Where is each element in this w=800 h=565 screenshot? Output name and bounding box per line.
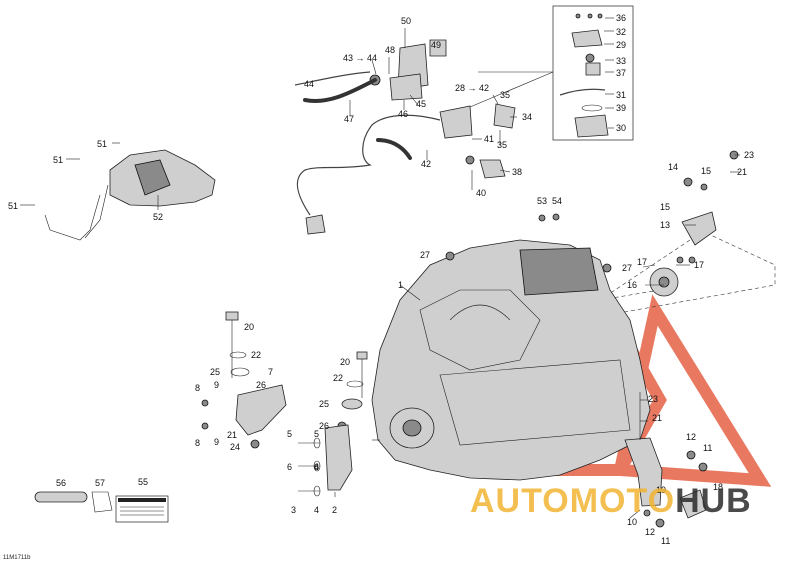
label-36: 36 [616,13,626,23]
label-37: 37 [616,68,626,78]
bottom-left-items [34,491,169,523]
label-15: 15 [701,166,711,176]
label-31: 31 [616,90,626,100]
watermark-part2: HUB [675,482,752,520]
label-5b: 5 [314,429,319,439]
label-30: 30 [616,123,626,133]
label-12b: 12 [645,527,655,537]
label-57: 57 [95,478,105,488]
label-28-42: 28 → 42 [455,83,489,93]
label-50: 50 [401,16,411,26]
engine-bracket-52 [44,149,216,241]
label-16: 16 [627,280,637,290]
label-11b: 11 [661,536,670,546]
label-51: 51 [97,139,107,149]
label-6b: 6 [314,462,319,472]
label-44: 44 [304,79,314,89]
label-27b: 27 [622,263,632,273]
label-18: 18 [713,482,723,492]
label-20b: 20 [340,357,350,367]
watermark-part1: AUTOMOTO [470,482,676,520]
label-52: 52 [153,212,163,222]
label-48: 48 [385,45,395,55]
label-32: 32 [616,27,626,37]
label-34: 34 [522,112,532,122]
label-47: 47 [344,114,354,124]
diagram-code: 11M1711b [3,555,31,561]
label-4: 4 [314,505,319,515]
label-14: 14 [668,162,678,172]
left-mount-parts [201,311,368,497]
label-20: 20 [244,322,254,332]
label-22b: 22 [333,373,343,383]
label-13: 13 [660,220,670,230]
label-41: 41 [484,134,494,144]
right-lower-bracket [624,392,708,528]
label-17b: 17 [694,260,704,270]
label-53: 53 [537,196,547,206]
label-33: 33 [616,56,626,66]
label-8: 8 [195,383,200,393]
label-24: 24 [230,442,240,452]
label-8b: 8 [195,438,200,448]
label-38: 38 [512,167,522,177]
label-25: 25 [210,367,220,377]
label-56: 56 [56,478,66,488]
label-15b: 15 [660,202,670,212]
label-12: 12 [686,432,696,442]
label-26: 26 [256,380,266,390]
label-54: 54 [552,196,562,206]
label-51c: 51 [8,201,18,211]
label-21: 21 [737,167,747,177]
label-3: 3 [291,505,296,515]
label-26b: 26 [319,421,329,431]
label-35b: 35 [497,140,507,150]
detail-box [552,5,634,141]
detail-box-parts [559,13,609,138]
label-29: 29 [616,40,626,50]
label-6: 6 [287,462,292,472]
label-9: 9 [214,380,219,390]
label-4b: 4 [314,462,319,472]
label-25b: 25 [319,399,329,409]
label-42: 42 [421,159,431,169]
label-7: 7 [268,367,273,377]
right-mount-parts [649,150,739,297]
label-5: 5 [287,429,292,439]
label-11: 11 [703,443,712,453]
label-21b: 21 [227,430,237,440]
leader-lines [20,17,740,519]
callout-labels: 1 2 3 4 4 5 5 6 6 7 8 8 9 9 10 11 11 12 … [8,13,754,546]
watermark-text: AUTOMOTOHUB [470,482,752,521]
label-9b: 9 [214,437,219,447]
label-51b: 51 [53,155,63,165]
engine-block [371,213,651,481]
label-35: 35 [500,90,510,100]
label-43-44: 43 → 44 [343,53,377,63]
label-55: 55 [138,477,148,487]
label-39: 39 [616,103,626,113]
top-middle-parts [294,39,516,235]
label-21c: 21 [652,413,662,423]
label-46: 46 [398,109,408,119]
label-27: 27 [420,250,430,260]
label-2: 2 [332,505,337,515]
label-49: 49 [431,40,441,50]
label-10: 10 [627,517,637,527]
label-23b: 23 [648,394,658,404]
label-22: 22 [251,350,261,360]
label-45: 45 [416,99,426,109]
label-23: 23 [744,150,754,160]
label-1: 1 [398,280,403,290]
label-17: 17 [637,257,647,267]
label-19: 19 [656,485,666,495]
label-40: 40 [476,188,486,198]
